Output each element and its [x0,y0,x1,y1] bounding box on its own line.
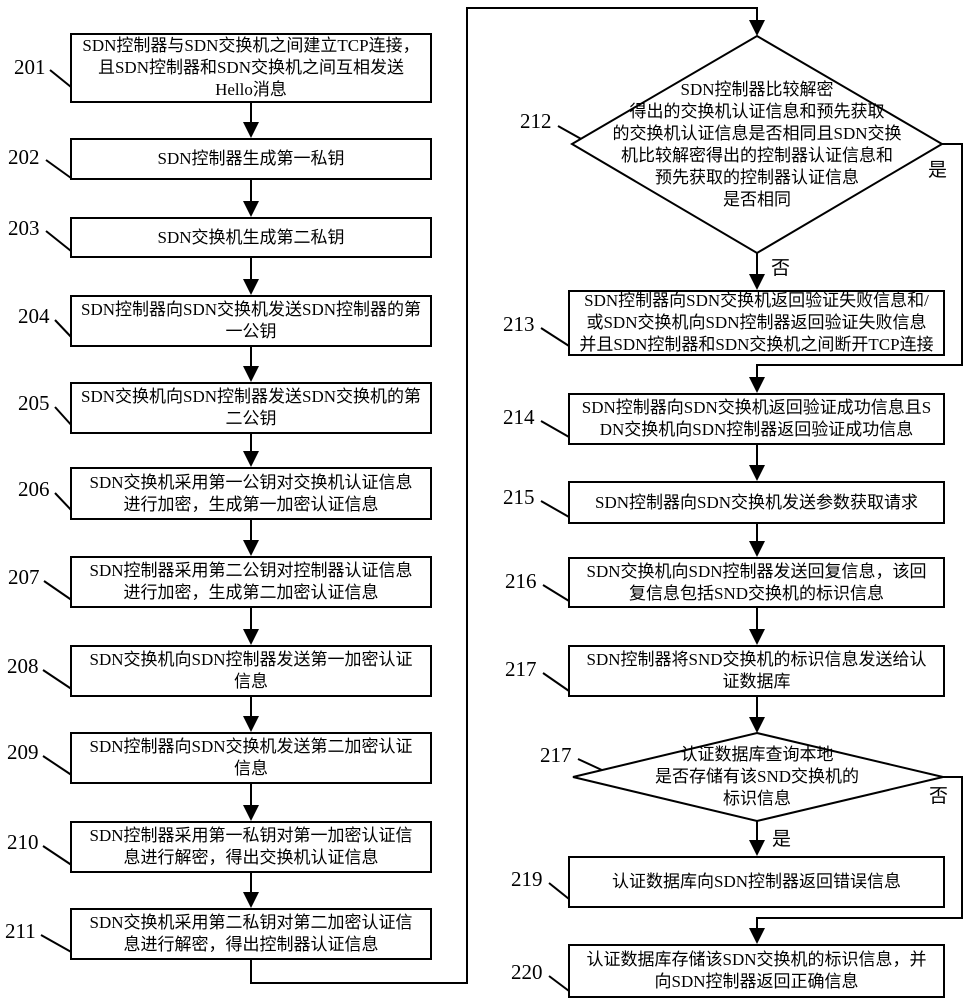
leader-216 [542,584,570,602]
step-219-box: 认证数据库向SDN控制器返回错误信息 [568,856,945,908]
leader-207 [43,580,74,602]
step-205-box: SDN交换机向SDN控制器发送SDN交换机的第 二公钥 [70,382,432,434]
step-216-number: 216 [505,569,537,593]
step-220-number: 220 [511,960,543,984]
leader-215 [540,500,570,518]
step-208-box: SDN交换机向SDN控制器发送第一加密认证 信息 [70,645,432,697]
leader-214 [540,420,570,438]
step-218-number: 217 [540,743,572,767]
leader-202 [45,159,72,179]
decision-212-text: SDN控制器比较解密 得出的交换机认证信息和预先获取 的交换机认证信息是否相同且… [612,80,902,209]
step-211-number: 211 [5,919,36,943]
step-204-box: SDN控制器向SDN交换机发送SDN控制器的第 一公钥 [70,295,432,347]
step-213-number: 213 [503,312,535,336]
leader-208 [42,669,74,691]
connector-212-yes-214 [756,143,963,391]
decision-212-shape [570,34,944,255]
step-201-box: SDN控制器与SDN交换机之间建立TCP连接， 且SDN控制器和SDN交换机之间… [70,33,432,103]
step-214-box: SDN控制器向SDN交换机返回验证成功信息且S DN交换机向SDN控制器返回验证… [568,393,945,445]
leader-217 [542,672,570,692]
step-217-box: SDN控制器将SND交换机的标识信息发送给认 证数据库 [568,645,945,697]
step-209-box: SDN控制器向SDN交换机发送第二加密认证 信息 [70,732,432,784]
arrowheads [243,20,765,944]
leader-210 [42,845,74,867]
step-207-number: 207 [8,565,40,589]
decision-218-shape [572,731,944,823]
step-203-box: SDN交换机生成第二私钥 [70,217,432,258]
leader-219 [548,882,570,900]
connector-218-no-220 [756,776,963,942]
step-212-number: 212 [520,109,552,133]
step-211-box: SDN交换机采用第二私钥对第二加密认证信 息进行解密，得出控制器认证信息 [70,908,432,960]
leader-218 [577,758,605,772]
leader-220 [548,975,570,992]
decision-218-text: 认证数据库查询本地 是否存储有该SND交换机的 标识信息 [654,745,859,808]
step-208-number: 208 [7,654,39,678]
step-215-box: SDN控制器向SDN交换机发送参数获取请求 [568,481,945,524]
step-220-box: 认证数据库存储该SDN交换机的标识信息，并 向SDN控制器返回正确信息 [568,944,945,998]
step-202-box: SDN控制器生成第一私钥 [70,138,432,180]
decision-218-no-label: 否 [929,786,949,807]
leader-209 [42,755,74,777]
step-214-number: 214 [503,405,535,429]
leader-203 [45,230,72,252]
step-210-number: 210 [7,830,39,854]
step-216-box: SDN交换机向SDN控制器发送回复信息，该回 复信息包括SND交换机的标识信息 [568,557,945,608]
step-219-number: 219 [511,867,543,891]
step-202-number: 202 [8,145,40,169]
step-203-number: 203 [8,216,40,240]
leader-211 [40,934,74,954]
connector-211-212 [250,7,758,984]
step-204-number: 204 [18,304,50,328]
leader-213 [540,327,570,347]
leader-201 [49,69,72,88]
step-217-number: 217 [505,657,537,681]
step-213-box: SDN控制器向SDN交换机返回验证失败信息和/ 或SDN交换机向SDN控制器返回… [568,290,945,356]
decision-212-yes-label: 是 [928,160,948,181]
leader-212 [557,125,584,141]
step-207-box: SDN控制器采用第二公钥对控制器认证信息 进行加密，生成第二加密认证信息 [70,556,432,608]
step-205-number: 205 [18,391,50,415]
step-210-box: SDN控制器采用第一私钥对第一加密认证信 息进行解密，得出交换机认证信息 [70,821,432,873]
step-201-number: 201 [14,55,46,79]
step-209-number: 209 [7,740,39,764]
decision-218-yes-label: 是 [772,829,792,850]
decision-212-no-label: 否 [771,258,791,279]
step-206-number: 206 [18,477,50,501]
step-206-box: SDN交换机采用第一公钥对交换机认证信息 进行加密，生成第一加密认证信息 [70,467,432,520]
step-215-number: 215 [503,485,535,509]
